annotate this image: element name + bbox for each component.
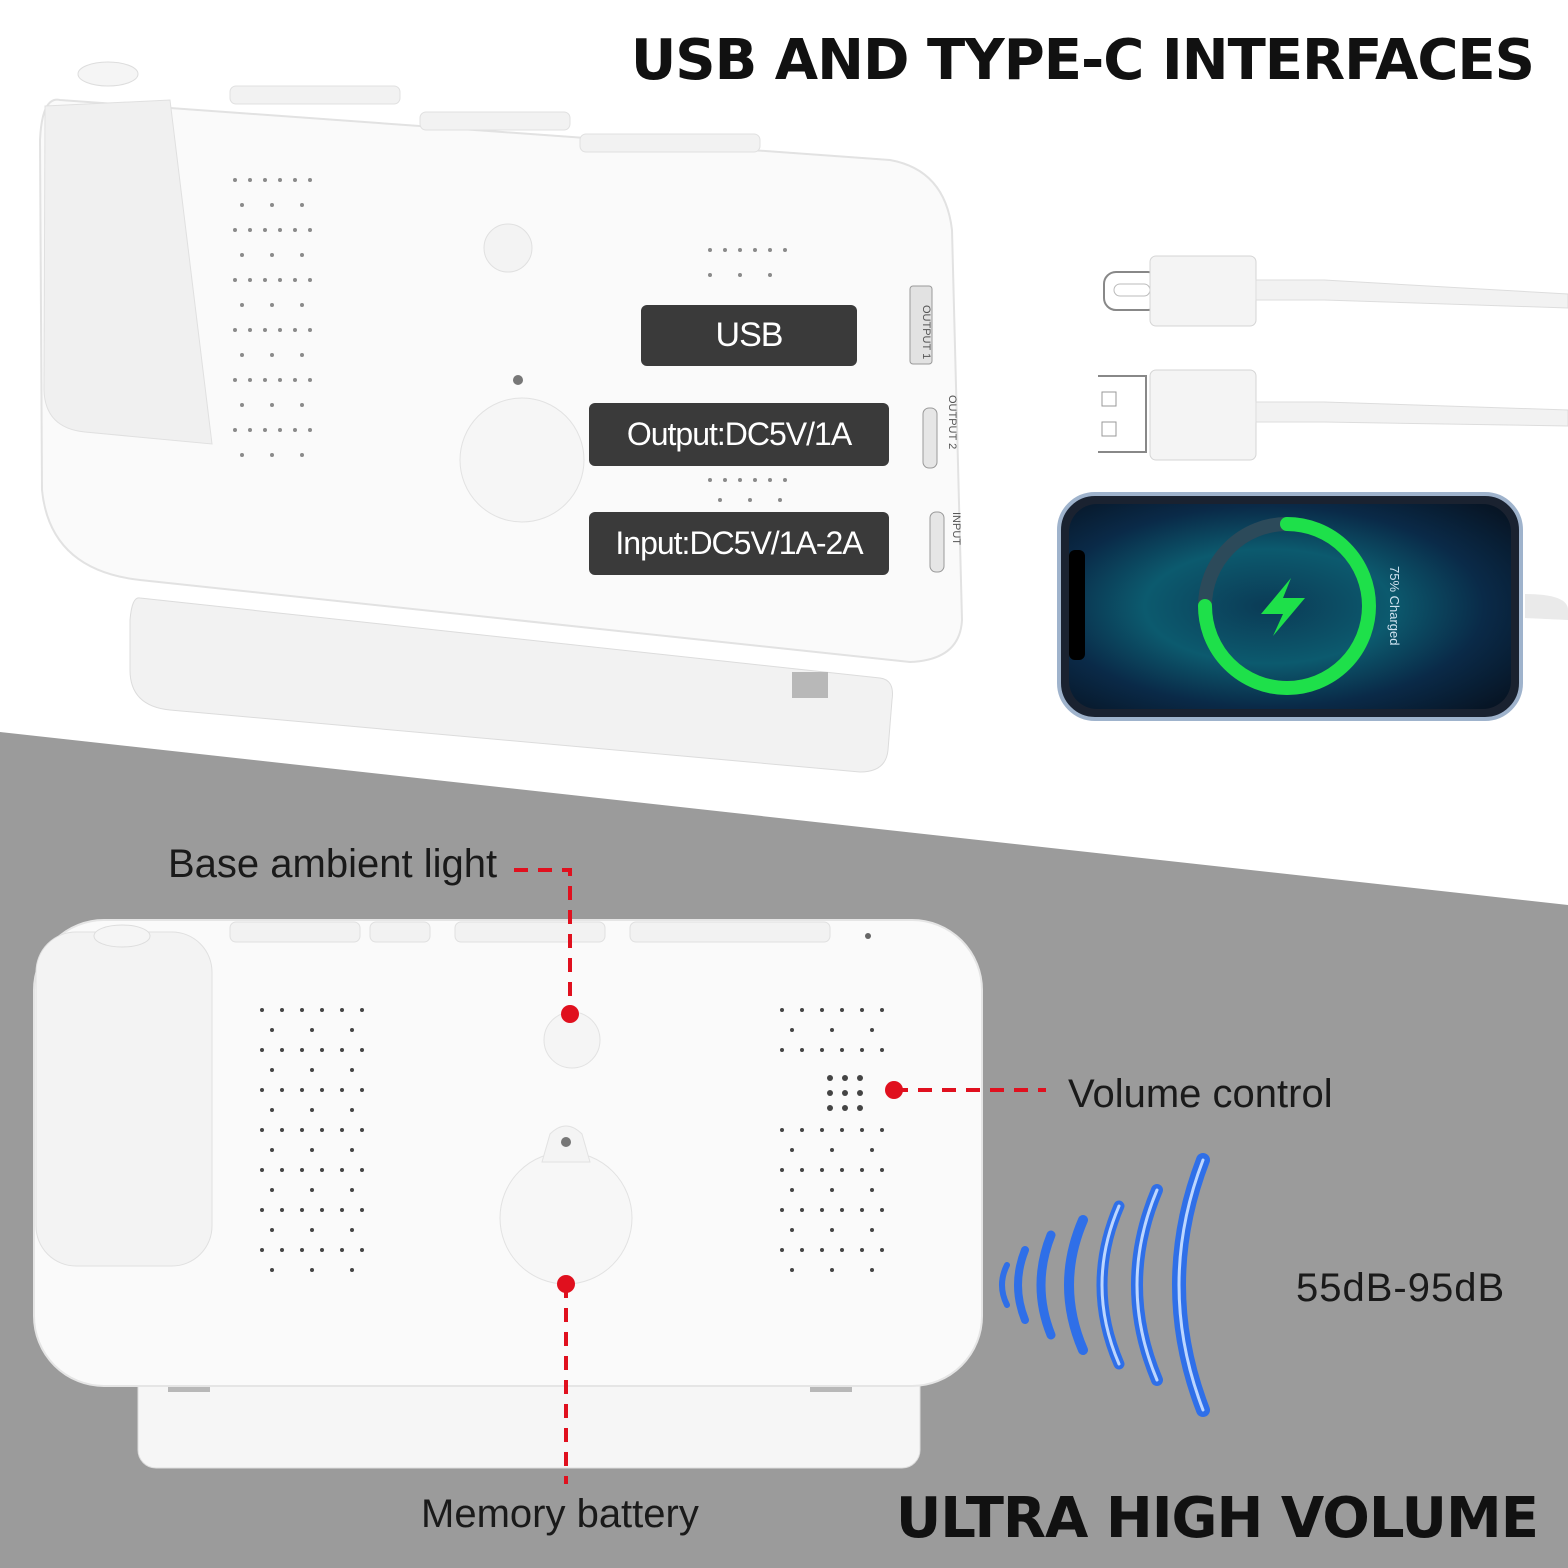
page-title: USB AND TYPE-C INTERFACES — [630, 28, 1535, 93]
volume-control-callout: Volume control — [1068, 1072, 1333, 1116]
output-spec-label: Output:DC5V/1A — [589, 403, 889, 466]
sound-wave-icon — [999, 1153, 1210, 1417]
input-spec-label: Input:DC5V/1A-2A — [589, 512, 889, 575]
base-ambient-light-callout: Base ambient light — [168, 842, 498, 886]
usb-cables-image — [1098, 255, 1568, 461]
volume-range-label: 55dB-95dB — [1296, 1266, 1506, 1310]
memory-battery-callout: Memory battery — [421, 1492, 699, 1536]
clock-back-bottom-image — [33, 919, 983, 1469]
volume-title: ULTRA HIGH VOLUME — [895, 1486, 1539, 1551]
usb-label: USB — [641, 305, 857, 366]
phone-image — [1057, 492, 1568, 721]
